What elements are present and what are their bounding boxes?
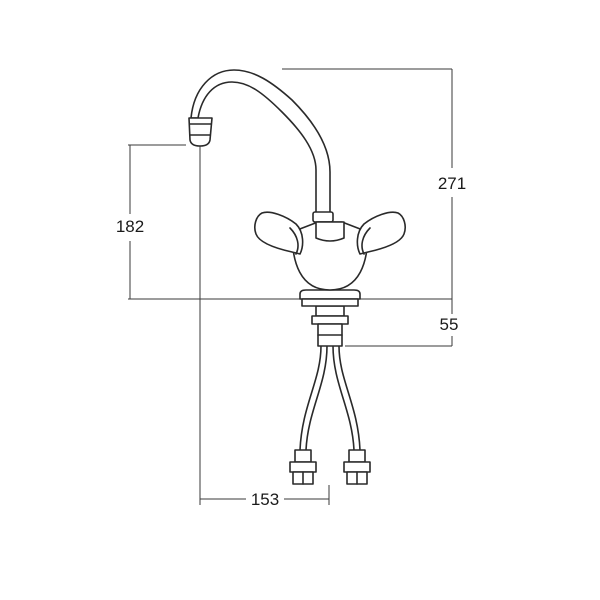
spout-collar <box>312 211 334 223</box>
valve-body <box>291 221 369 291</box>
right-hose-connector <box>343 449 371 485</box>
spout-reach-label: 153 <box>251 490 279 509</box>
base-height-label: 55 <box>440 315 459 334</box>
dimension-182: 182 <box>116 145 144 299</box>
dimension-153: 153 <box>200 490 329 509</box>
left-handle <box>254 211 304 255</box>
extension-lines <box>128 68 452 505</box>
tap-body <box>188 69 406 485</box>
dimension-271: 271 <box>438 69 466 299</box>
threaded-shank <box>311 305 349 347</box>
flexible-hoses <box>299 345 361 451</box>
left-hose-connector <box>289 449 317 485</box>
total-height-label: 271 <box>438 174 466 193</box>
spout-height-label: 182 <box>116 217 144 236</box>
spout <box>188 69 331 218</box>
right-handle <box>356 211 406 255</box>
base-flange <box>299 289 361 307</box>
dimension-55: 55 <box>440 299 459 346</box>
